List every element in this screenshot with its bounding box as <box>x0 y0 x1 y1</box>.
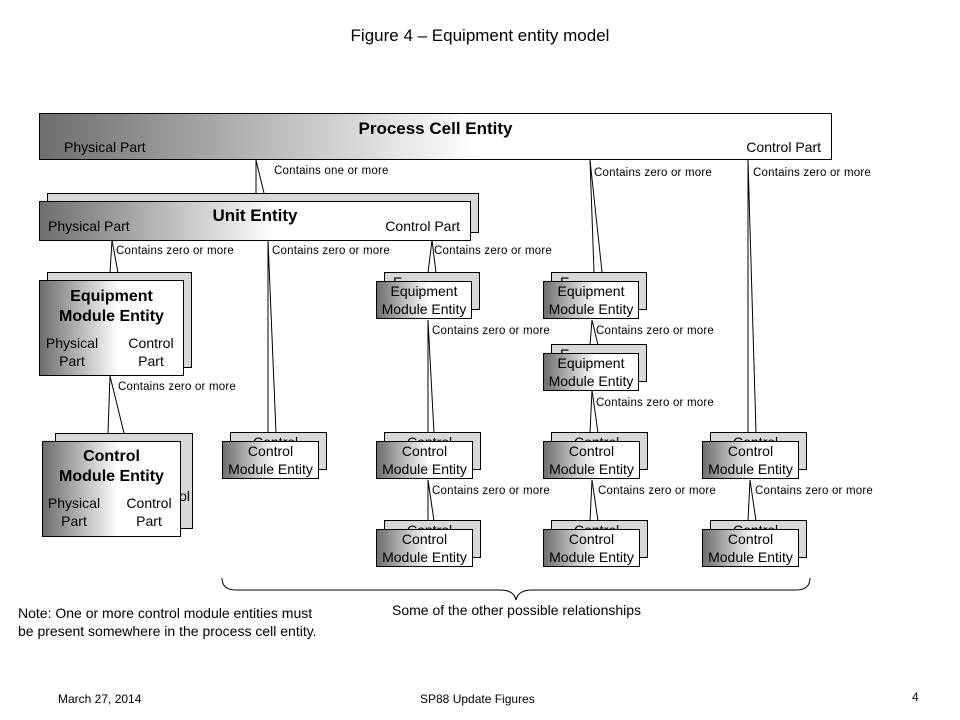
small-cm-line1: Control <box>247 443 294 459</box>
small-em-line2: Module Entity <box>381 301 467 317</box>
small-cm-line1: Control <box>727 443 774 459</box>
equipment-module-control-1: Control <box>128 335 174 351</box>
small-em-line1: Equipment <box>557 283 625 299</box>
process-cell-control-part: Control Part <box>746 139 821 155</box>
relation-label: Contains zero or more <box>753 167 871 179</box>
relation-label: Contains zero or more <box>598 485 716 497</box>
small-equipment-module: Equipment Module Entity <box>376 281 472 319</box>
small-control-module: Control Module Entity <box>376 441 473 479</box>
unit-entity: Unit Entity Physical Part Control Part <box>39 201 471 241</box>
equipment-module-title-1: Equipment <box>70 288 153 305</box>
relation-label: Contains zero or more <box>116 245 234 257</box>
page-number: 4 <box>912 690 919 704</box>
small-cm-line2: Module Entity <box>708 549 793 565</box>
process-cell-physical-part: Physical Part <box>64 139 146 155</box>
small-control-module: Control Module Entity <box>702 441 799 479</box>
small-control-module: Control Module Entity <box>376 529 473 567</box>
small-control-module: Control Module Entity <box>702 529 799 567</box>
control-module-physical-1: Physical <box>47 495 101 511</box>
small-em-line1: Equipment <box>557 355 625 371</box>
small-cm-line1: Control <box>401 443 448 459</box>
figure-title: Figure 4 – Equipment entity model <box>350 26 610 45</box>
relation-label: Contains zero or more <box>596 325 714 337</box>
control-module-physical-2: Part <box>61 513 87 529</box>
process-cell-entity: Process Cell Entity Physical Part Contro… <box>39 113 832 160</box>
small-control-module: Control Module Entity <box>543 441 640 479</box>
brace-label: Some of the other possible relationships <box>392 602 642 618</box>
small-cm-line1: Control <box>727 531 774 547</box>
small-cm-line2: Module Entity <box>708 461 793 477</box>
small-control-module: Control Module Entity <box>543 529 640 567</box>
small-cm-line1: Control <box>568 531 615 547</box>
footer-date: March 27, 2014 <box>58 692 142 706</box>
process-cell-title: Process Cell Entity <box>358 119 513 138</box>
small-control-module: Control Module Entity <box>222 441 319 479</box>
small-em-line2: Module Entity <box>548 373 634 389</box>
control-module-title-2: Module Entity <box>59 468 164 485</box>
equipment-module-physical-1: Physical <box>45 335 99 351</box>
small-em-line2: Module Entity <box>548 301 634 317</box>
note-text: Note: One or more control module entitie… <box>18 605 317 639</box>
control-module-title-1: Control <box>83 448 140 465</box>
small-cm-line1: Control <box>568 443 615 459</box>
equipment-module-control-2: Part <box>138 353 164 369</box>
small-cm-line1: Control <box>401 531 448 547</box>
small-cm-line2: Module Entity <box>382 461 467 477</box>
relation-label: Contains zero or more <box>596 397 714 409</box>
relation-label: Contains zero or more <box>434 245 552 257</box>
small-cm-line2: Module Entity <box>382 549 467 565</box>
relation-label: Contains zero or more <box>594 167 712 179</box>
relation-label: Contains zero or more <box>432 325 550 337</box>
small-equipment-module: Equipment Module Entity <box>543 353 639 391</box>
control-module-entity: Control Module Entity Physical Part Cont… <box>42 441 181 537</box>
relation-label: Contains zero or more <box>755 485 873 497</box>
relation-label: Contains zero or more <box>272 245 390 257</box>
relation-label: Contains zero or more <box>118 381 236 393</box>
small-cm-line2: Module Entity <box>228 461 313 477</box>
small-em-line1: Equipment <box>390 283 458 299</box>
equipment-module-entity: Equipment Module Entity Physical Part Co… <box>39 280 184 376</box>
small-cm-line2: Module Entity <box>549 549 634 565</box>
equipment-module-physical-2: Part <box>59 353 85 369</box>
unit-title: Unit Entity <box>212 206 298 225</box>
relation-label: Contains one or more <box>274 165 389 177</box>
footer-title: SP88 Update Figures <box>420 692 535 706</box>
equipment-module-title-2: Module Entity <box>59 308 164 325</box>
unit-control-part: Control Part <box>385 218 460 234</box>
control-module-control-1: Control <box>126 495 172 511</box>
unit-physical-part: Physical Part <box>48 218 130 234</box>
small-cm-line2: Module Entity <box>549 461 634 477</box>
small-equipment-module: Equipment Module Entity <box>543 281 639 319</box>
control-module-control-2: Part <box>136 513 162 529</box>
relation-label: Contains zero or more <box>432 485 550 497</box>
control-module-back-fragment: ol <box>179 488 190 504</box>
